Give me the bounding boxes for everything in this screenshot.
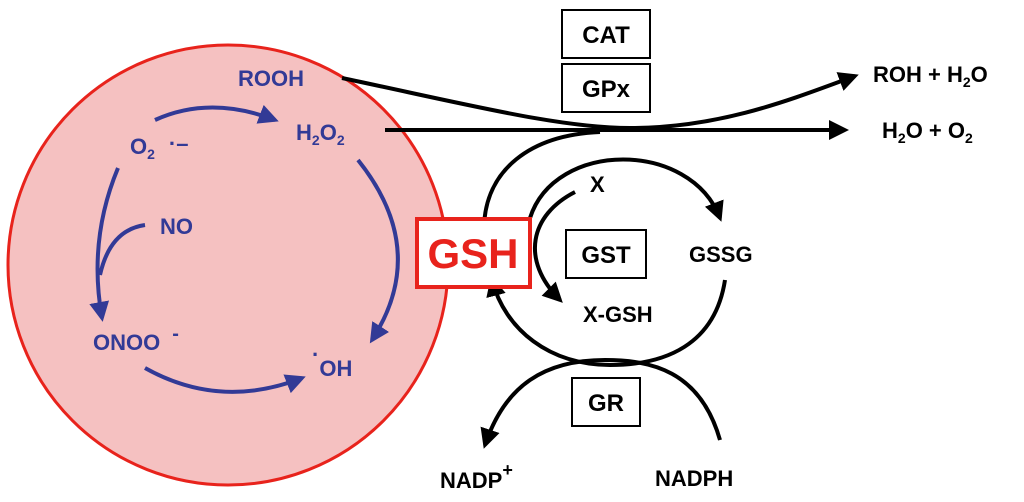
gr-box xyxy=(571,377,641,427)
nadph-label: NADPH xyxy=(655,466,733,491)
x-label: X xyxy=(590,172,605,197)
arrow-rooh-to-products xyxy=(341,72,859,131)
ros-cell-circle xyxy=(6,43,450,487)
roh-h2o-label: ROH + H2O xyxy=(873,62,988,90)
rooh-label: ROOH xyxy=(238,66,304,91)
arrow-h2o2-to-hydroxyl xyxy=(356,158,400,344)
gsh-label: GSH xyxy=(427,230,518,277)
gst-label: GST xyxy=(581,242,631,269)
gr-label: GR xyxy=(588,390,624,417)
gssg-label: GSSG xyxy=(689,242,753,267)
gpx-box xyxy=(561,63,651,113)
arrow-nadph-to-nadp xyxy=(480,357,722,449)
arrow-peroxynitrite-to-hydroxyl xyxy=(144,366,306,394)
cat-label: CAT xyxy=(582,22,630,49)
cat-box xyxy=(561,9,651,59)
gst-box xyxy=(565,229,647,279)
cycle-arc-left-top xyxy=(482,130,601,229)
no-label: NO xyxy=(160,214,193,239)
arrow-superoxide-to-h2o2 xyxy=(154,104,279,124)
h2o-o2-label: H2O + O2 xyxy=(882,118,973,146)
hydroxyl-label: ·OH xyxy=(312,342,352,381)
peroxynitrite-label: ONOO- xyxy=(93,323,179,355)
nadp-label: NADP+ xyxy=(440,460,513,493)
gpx-label: GPx xyxy=(582,76,631,103)
superoxide-label: O2·– xyxy=(130,131,188,162)
arrow-x-to-xgsh xyxy=(533,190,576,303)
h2o2-label: H2O2 xyxy=(296,120,345,148)
gsh-box xyxy=(415,217,532,289)
cycle-arc-gssg-to-gsh xyxy=(486,276,727,368)
xgsh-label: X-GSH xyxy=(583,302,653,327)
arrow-no-join xyxy=(98,223,146,276)
arrow-superoxide-to-peroxynitrite xyxy=(89,167,120,322)
cycle-arc-gsh-to-gssg xyxy=(528,157,724,222)
